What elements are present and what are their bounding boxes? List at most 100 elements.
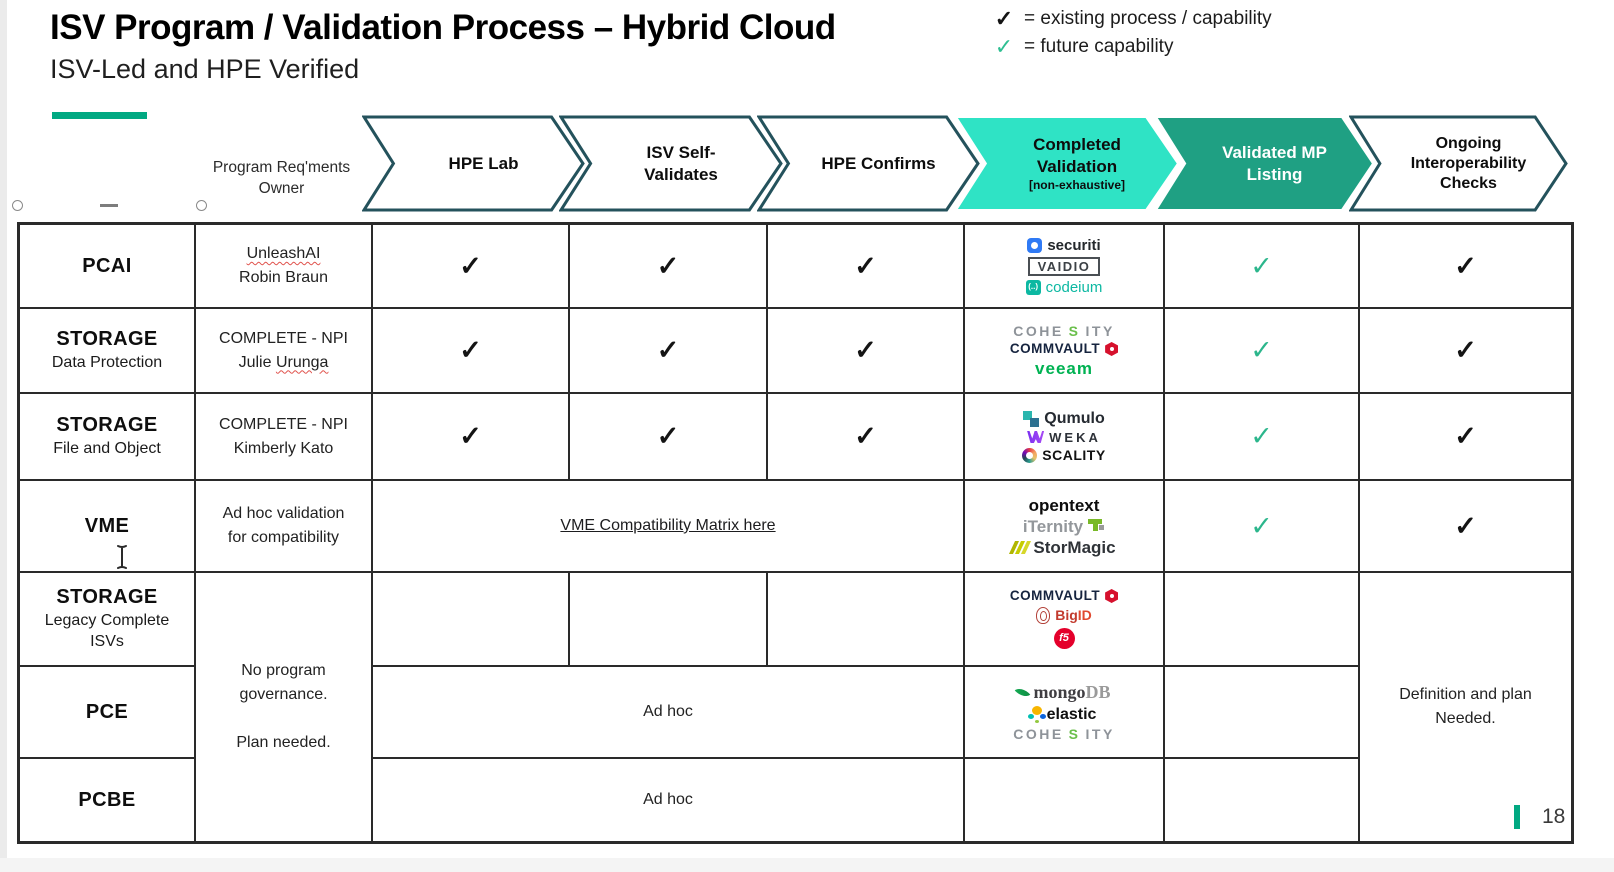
iternity-wordmark: iTernity [1022,516,1084,536]
category-cell-storage-dp: STORAGE Data Protection [20,309,196,394]
page-number-accent-bar [1514,805,1520,829]
weka-logo: WEKA [1027,431,1101,444]
commvault-wordmark: COMMVAULT [1009,341,1101,357]
page-number-value: 18 [1542,805,1566,828]
check-cell-future: ✓ [1165,481,1360,573]
owner-cell-merged-no-governance: No program governance. Plan needed. [196,573,373,841]
f5-icon: f5 [1053,628,1075,649]
stormagic-icon [1009,540,1032,554]
vme-matrix-cell: VME Compatibility Matrix here [373,481,965,573]
category-cell-pce: PCE [20,667,196,759]
owner-cell-pcai: UnleashAI Robin Braun [196,225,373,309]
opentext-logo: opentext [1029,497,1100,514]
check-cell: ✓ [373,309,570,394]
elastic-wordmark: elastic [1046,705,1097,723]
codeium-logo: (..) codeium [1025,279,1102,295]
chevron-shape [1154,116,1375,211]
black-check-icon: ✓ [1454,510,1477,541]
vme-compatibility-link[interactable]: VME Compatibility Matrix here [560,517,776,534]
owner-note: Plan needed. [236,734,331,751]
owner-status: COMPLETE - NPI [219,415,348,433]
chevron-shape [362,115,585,212]
logo-cell-vme: opentext iTernity StorMagic [965,481,1165,573]
slide-title: ISV Program / Validation Process – Hybri… [50,8,836,47]
slide-subtitle: ISV-Led and HPE Verified [50,54,360,84]
chevron-shape [954,116,1180,211]
weka-wordmark: WEKA [1049,429,1101,445]
step-label: ISV Self- [646,143,716,163]
qumulo-logo: Qumulo [1023,409,1105,427]
elastic-icon [1031,706,1042,715]
owner-status: COMPLETE - NPI [219,329,348,347]
step-label: Validated MP [1222,143,1327,163]
elastic-logo: elastic [1031,705,1097,723]
empty-cell [965,759,1165,841]
cohesity-green-s: S [1068,726,1081,742]
owner-name: UnleashAI [246,245,321,262]
green-check-icon: ✓ [1250,421,1273,451]
qumulo-wordmark: Qumulo [1044,409,1105,427]
qumulo-icon [1023,410,1040,427]
weka-icon [1027,431,1045,443]
adhoc-cell-pcbe: Ad hoc [373,759,965,841]
legend-existing-label: = existing process / capability [1024,8,1272,29]
codeium-icon: (..) [1025,279,1041,295]
stormagic-wordmark: StorMagic [1033,537,1116,557]
adhoc-label: Ad hoc [643,791,693,808]
selection-handle[interactable] [196,200,207,211]
owner-cell-storage-fo: COMPLETE - NPI Kimberly Kato [196,394,373,481]
bigid-wordmark: Big [1055,606,1078,623]
check-cell: ✓ [768,309,965,394]
cohesity-wordmark: ITY [1085,323,1115,339]
step-label: Listing [1246,164,1303,184]
chevron-shape [757,115,980,212]
bigid-wordmark: ID [1077,606,1092,623]
validation-table: PCAI UnleashAI Robin Braun ✓ ✓ ✓ securit… [17,222,1574,844]
selection-handle[interactable] [12,200,23,211]
ongoing-merged-cell: Definition and plan Needed. [1360,573,1571,841]
logo-cell-storage-fo: Qumulo WEKA SCALITY [965,394,1165,481]
mongodb-leaf-icon [1015,684,1031,701]
step-label: Validates [644,164,718,184]
opentext-wordmark: opentext [1028,495,1100,515]
category-title: PCE [85,700,129,723]
green-check-icon: ✓ [1250,510,1273,541]
check-cell: ✓ [1360,225,1571,309]
cohesity-wordmark: ITY [1085,726,1115,742]
black-check-icon: ✓ [656,421,680,451]
chevron-step-completed-validation: Completed Validation [non-exhaustive] [954,115,1180,212]
chevron-shape [1349,115,1568,212]
step-label: HPE Confirms [821,153,936,173]
ongoing-note: Needed. [1435,710,1496,727]
text-cursor [114,544,130,575]
category-title: PCAI [82,254,132,277]
category-title: STORAGE [56,585,158,608]
black-check-icon: ✓ [854,421,877,451]
black-check-icon: ✓ [994,6,1014,31]
vaidio-logo: VAIDIO [1027,256,1101,276]
mongodb-wordmark: mongo [1033,682,1086,702]
green-check-icon: ✓ [1250,335,1273,365]
category-subtitle: File and Object [53,439,161,457]
commvault-wordmark: COMMVAULT [1009,588,1101,604]
veeam-wordmark: veeam [1035,359,1093,378]
check-cell: ✓ [570,394,768,481]
black-check-icon: ✓ [854,250,877,281]
slide-left-edge [0,0,7,872]
owner-header-line1: Program Req'ments [212,159,351,176]
empty-cell [570,573,768,667]
securiti-logo: securiti [1027,237,1101,253]
f5-logo: f5 [1053,628,1075,649]
check-cell-future: ✓ [1165,225,1360,309]
logo-cell-storage-legacy: COMMVAULT BigID f5 [965,573,1165,667]
check-cell: ✓ [570,225,768,309]
empty-cell [1165,759,1360,841]
scality-icon [1022,447,1038,463]
vaidio-wordmark: VAIDIO [1027,256,1101,276]
ongoing-note: Definition and plan [1399,686,1532,703]
step-label: Validation [1036,156,1118,176]
